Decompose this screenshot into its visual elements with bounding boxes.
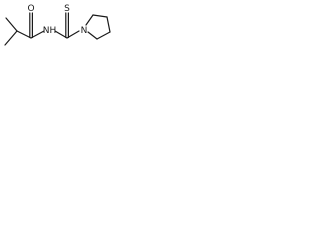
bond-thiocarbonyl-to-ring-n (66, 30, 80, 39)
ring-bond-c3-c4 (106, 16, 111, 33)
ring-bond-c5-n (87, 31, 98, 40)
bond-carbonyl-to-nh (30, 30, 45, 39)
bond-methyl-top (5, 17, 18, 32)
atom-nh-label: NH (43, 26, 57, 36)
ring-bond-c4-c5 (96, 31, 111, 40)
atom-sulfur-label: S (64, 4, 70, 14)
bond-methyl-bottom (4, 30, 18, 46)
ring-bond-c2-c3 (92, 14, 108, 18)
bond-nh-to-thiocarbonyl (54, 30, 68, 39)
bond-ch-to-carbonyl (16, 30, 32, 39)
atom-oxygen-label: O (27, 4, 34, 14)
atom-ring-nitrogen-label: N (81, 26, 88, 36)
ring-bond-n-c2 (85, 14, 94, 26)
chemical-structure: O NH S N (4, 4, 111, 46)
